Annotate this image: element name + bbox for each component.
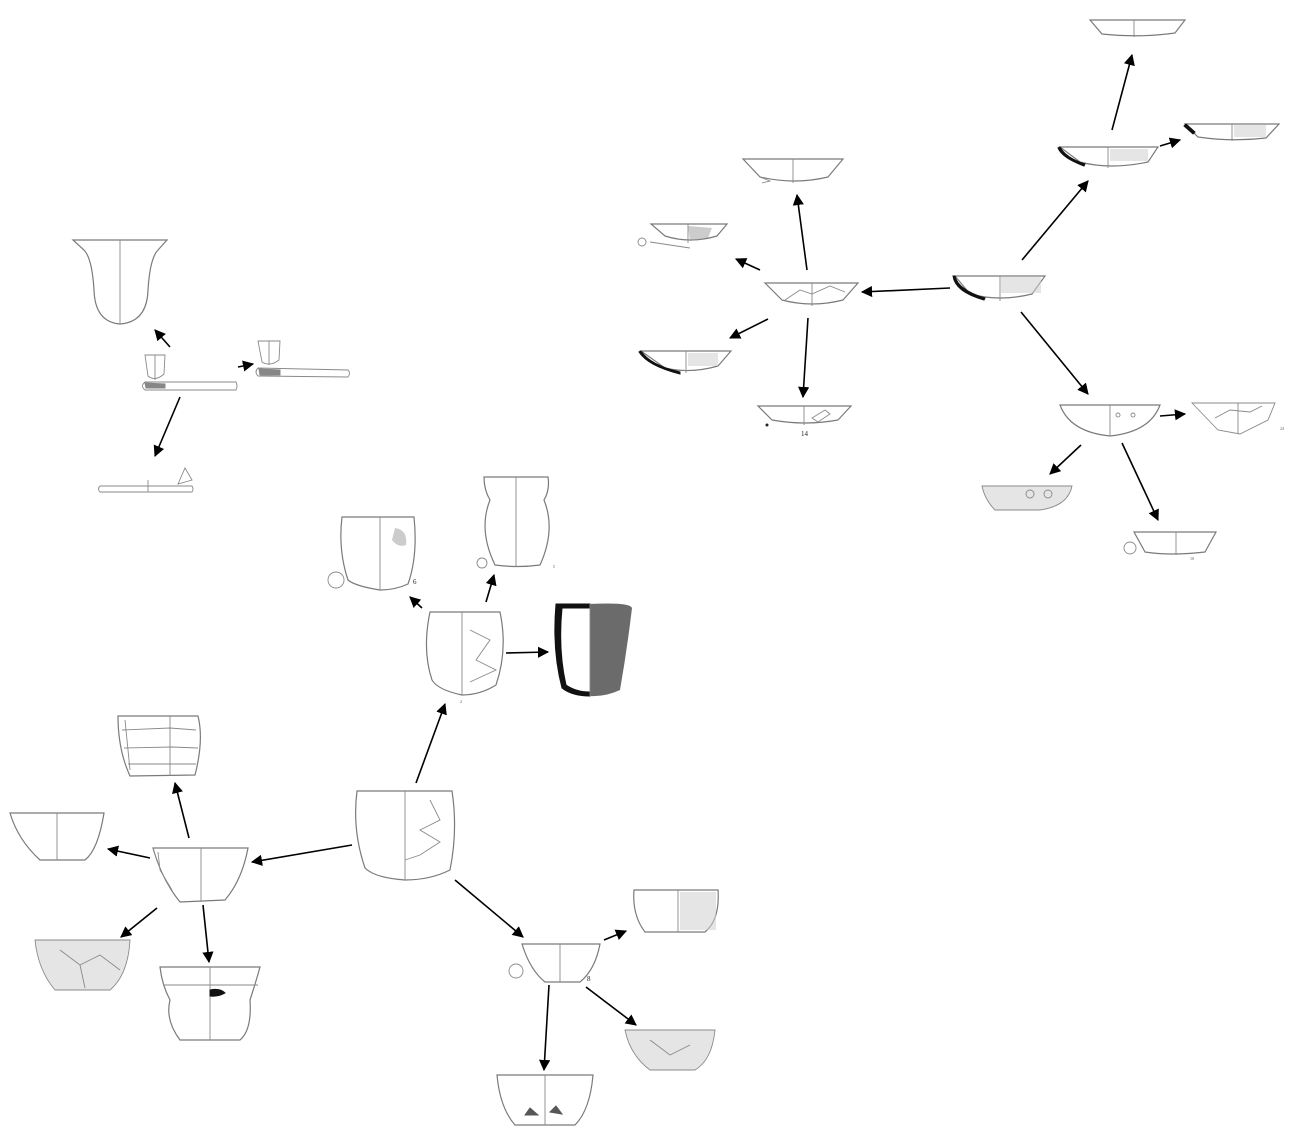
label-14: 14 — [801, 430, 809, 438]
vessel-dark-bowl-left — [638, 350, 733, 375]
arrows-left-upper-cluster — [153, 329, 255, 458]
vessel-pot-2: 2 — [425, 611, 504, 704]
vessel-small-jar-spoon — [142, 354, 238, 391]
label-10: 10 — [1190, 556, 1194, 561]
vessel-right-upper-mid — [1057, 146, 1160, 168]
vessel-center-pot — [355, 790, 456, 881]
vessel-left-hub-bowl — [152, 847, 249, 903]
vessel-jar-spoon-right — [255, 340, 350, 378]
vessel-bowl-photo-right — [981, 485, 1073, 511]
arrows-lower-cluster — [106, 573, 637, 1072]
arrows-right-cluster — [728, 53, 1187, 522]
label-5: 5 — [553, 564, 555, 569]
vessel-photo-bowl-left — [34, 939, 131, 991]
vessel-small-cup-left — [637, 223, 729, 249]
vessel-top-right-dish — [1183, 123, 1281, 141]
vessel-broken-jar — [117, 715, 201, 777]
vessel-deep-bowl-left — [9, 812, 105, 861]
vessel-dark-beaker — [554, 603, 632, 697]
vessel-bowl-14: 14 — [756, 405, 853, 438]
vessel-deep-bowl-right — [633, 889, 719, 933]
vessel-right-left-hub — [763, 282, 860, 306]
vessel-bowl-8: 8 — [508, 943, 601, 983]
vessel-tall-goblet — [71, 239, 169, 325]
vessel-bowl-24: 24 — [1190, 402, 1284, 435]
vessel-top-plate — [1088, 19, 1187, 37]
label-8: 8 — [587, 975, 591, 983]
vessel-bowl-10: 10 — [1123, 531, 1218, 561]
label-6: 6 — [413, 578, 417, 586]
vessel-pot-5: 5 — [476, 476, 555, 569]
vessel-right-center — [952, 275, 1047, 301]
vessel-bowl-bottom — [496, 1074, 594, 1126]
vessel-pot-6: 6 — [327, 516, 417, 591]
vessel-photo-bowl-right — [624, 1029, 716, 1071]
label-24: 24 — [1280, 426, 1284, 431]
label-2: 2 — [460, 699, 462, 704]
vessel-right-lower-hub — [1059, 404, 1161, 437]
vessel-spoon-bottom — [98, 467, 194, 493]
vessel-top-left-plate — [741, 158, 845, 184]
vessel-bowl-dark-dot — [159, 966, 261, 1041]
